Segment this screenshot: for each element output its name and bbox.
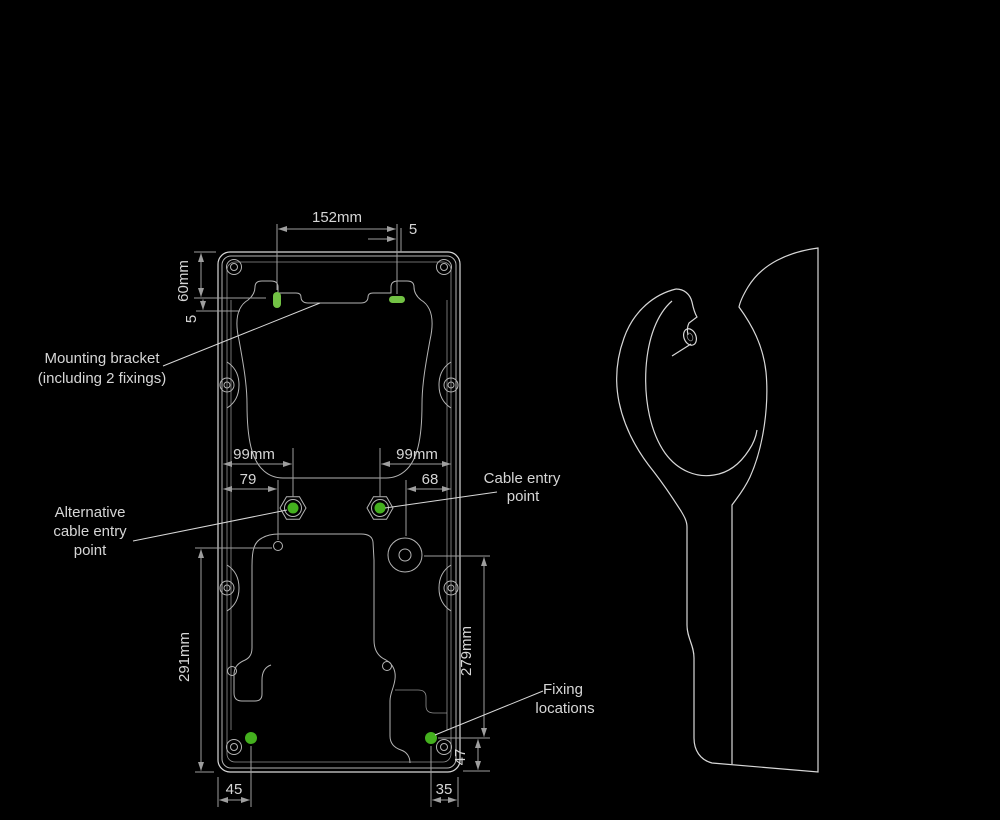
dim-label-base-left-offset: 45 bbox=[226, 781, 243, 798]
callout-cable-entry: Cable entry point bbox=[384, 470, 561, 509]
dimension-right-fixing-offset: 68 bbox=[405, 471, 451, 536]
dim-label-bracket-width: 152mm bbox=[312, 209, 362, 226]
plate-hole-top-left bbox=[273, 541, 283, 551]
callout-fixing-line2: locations bbox=[535, 700, 594, 717]
screw-hole-top-right bbox=[436, 259, 452, 275]
dim-label-left-fixing-offset: 79 bbox=[240, 471, 257, 488]
callout-alternative-cable-entry: Alternative cable entry point bbox=[53, 504, 288, 559]
dimension-left-height: 291mm bbox=[176, 547, 272, 773]
bracket-slot-left bbox=[273, 292, 281, 308]
profile-inner-arm bbox=[645, 300, 758, 477]
dim-label-right-fixing-offset: 68 bbox=[422, 471, 439, 488]
dimension-base-right-offset: 35 bbox=[430, 746, 459, 807]
dim-label-right-entry-span: 99mm bbox=[396, 446, 438, 463]
bracket-outer-edge bbox=[217, 251, 461, 773]
dimension-slot-offset: 5 bbox=[368, 221, 417, 252]
left-boss-upper bbox=[226, 361, 240, 409]
alternative-cable-entry-gland bbox=[279, 496, 307, 520]
right-boss-lower bbox=[438, 564, 452, 612]
screw-hole-bottom-left bbox=[226, 739, 242, 755]
bracket-inner-edge bbox=[221, 255, 457, 769]
rear-cable-entry-knockout bbox=[387, 537, 423, 573]
left-boss-lower bbox=[226, 564, 240, 612]
callout-mounting-bracket: Mounting bracket (including 2 fixings) bbox=[38, 302, 321, 387]
callout-alt-cable-line3: point bbox=[74, 542, 107, 559]
callout-cable-entry-line1: Cable entry bbox=[484, 470, 561, 487]
dim-label-slot-offset: 5 bbox=[409, 221, 417, 238]
upper-cutout-outline bbox=[236, 280, 433, 479]
dim-label-slot-gap: 5 bbox=[183, 315, 200, 323]
dimension-right-height: 279mm bbox=[424, 555, 490, 739]
dimension-fixing-to-base: 47 bbox=[452, 739, 490, 772]
dimension-base-left-offset: 45 bbox=[217, 746, 252, 807]
lower-plate-step bbox=[395, 689, 447, 714]
profile-outer-silhouette bbox=[616, 247, 819, 773]
screw-hole-bottom-right bbox=[436, 739, 452, 755]
dimension-bracket-width: 152mm bbox=[276, 209, 398, 294]
right-boss-upper bbox=[438, 361, 452, 409]
callout-alt-cable-line1: Alternative bbox=[55, 504, 126, 521]
dimension-top-to-slot: 60mm bbox=[175, 251, 266, 302]
dimension-left-entry-span: 99mm bbox=[223, 446, 294, 497]
dim-label-fixing-to-base: 47 bbox=[452, 749, 469, 766]
dimension-slot-gap: 5 bbox=[183, 299, 240, 323]
plate-hole-bottom-left bbox=[227, 666, 237, 676]
dim-label-top-to-slot: 60mm bbox=[175, 260, 192, 302]
callout-mounting-bracket-line2: (including 2 fixings) bbox=[38, 370, 166, 387]
callout-mounting-bracket-line1: Mounting bracket bbox=[44, 350, 160, 367]
profile-hook-tip bbox=[675, 288, 698, 336]
dim-label-left-entry-span: 99mm bbox=[233, 446, 275, 463]
fixing-location-dot-right bbox=[425, 732, 437, 744]
dimension-left-fixing-offset: 79 bbox=[223, 471, 279, 540]
side-profile-view bbox=[616, 247, 819, 773]
dimension-right-entry-span: 99mm bbox=[379, 446, 451, 497]
profile-sensor-ellipse bbox=[682, 328, 698, 346]
callout-cable-entry-line2: point bbox=[507, 488, 540, 505]
screw-hole-top-left bbox=[226, 259, 242, 275]
cable-entry-gland bbox=[366, 496, 394, 520]
fixing-location-dot-left bbox=[245, 732, 257, 744]
lower-plate-outline bbox=[233, 533, 411, 764]
callout-alt-cable-line2: cable entry bbox=[53, 523, 127, 540]
dim-label-left-height: 291mm bbox=[176, 632, 193, 682]
plate-hole-bottom-right bbox=[382, 661, 392, 671]
dim-label-base-right-offset: 35 bbox=[436, 781, 453, 798]
dim-label-right-height: 279mm bbox=[458, 626, 475, 676]
profile-sensor-bracket-line bbox=[671, 343, 692, 357]
bracket-slot-right bbox=[389, 296, 405, 303]
callout-fixing-locations: Fixing locations bbox=[434, 681, 595, 736]
bracket-plateau-edge bbox=[226, 261, 452, 763]
callout-fixing-line1: Fixing bbox=[543, 681, 583, 698]
bracket-front-view bbox=[217, 251, 461, 773]
